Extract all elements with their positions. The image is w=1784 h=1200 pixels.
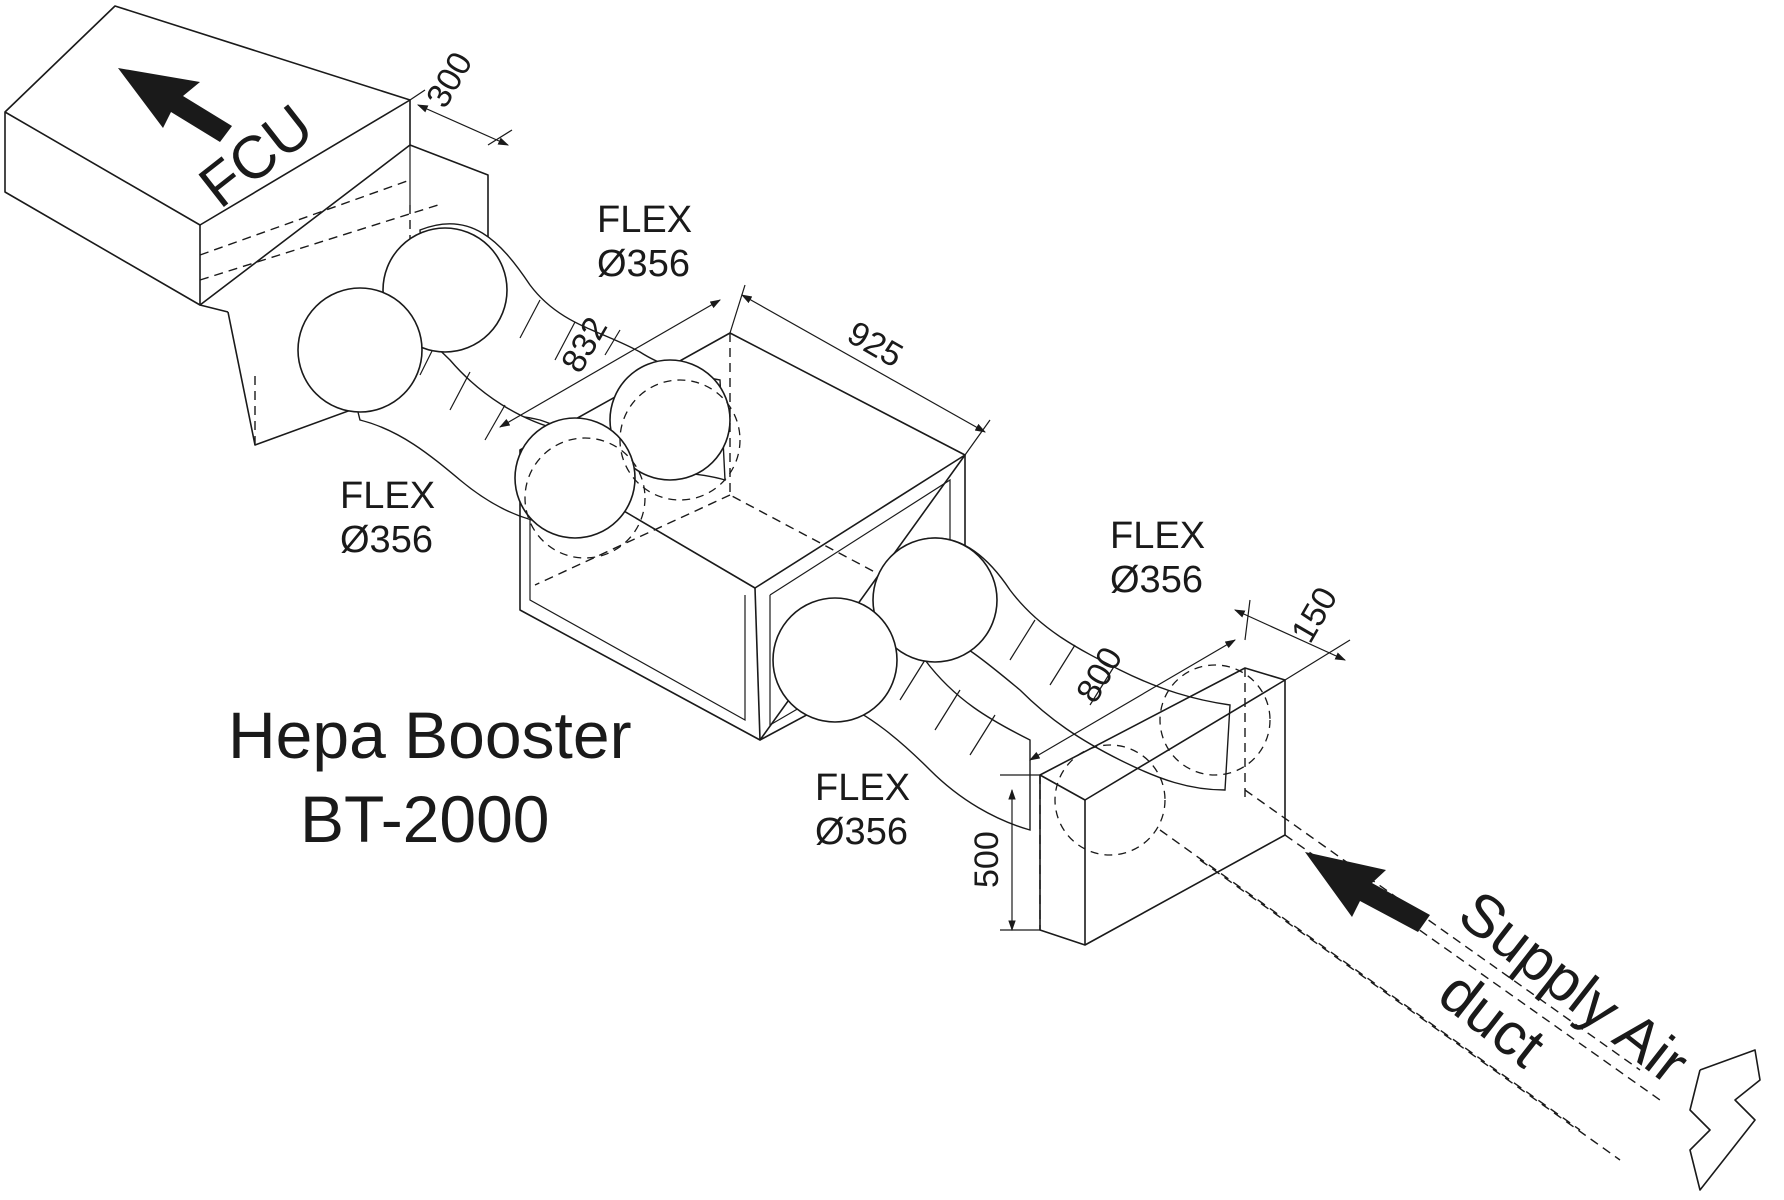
supply-air-label: Supply Air duct: [1427, 877, 1701, 1096]
booster-outlet-collar-1: [872, 537, 998, 663]
svg-text:Hepa Booster: Hepa Booster: [228, 698, 632, 772]
booster-outlet-collar-2: [772, 597, 898, 723]
flex-label-right: FLEX Ø356: [1110, 515, 1205, 601]
booster-inlet-hidden-2: [524, 437, 646, 559]
flex-label-bottom: FLEX Ø356: [815, 767, 910, 853]
svg-text:FLEX: FLEX: [340, 475, 435, 517]
booster-inlet-collar-2: [514, 417, 636, 539]
flex-label-top: FLEX Ø356: [597, 199, 692, 285]
svg-text:Ø356: Ø356: [597, 243, 690, 285]
fcu-outlet-collar-2: [297, 287, 423, 413]
svg-text:BT-2000: BT-2000: [300, 782, 550, 856]
svg-text:Ø356: Ø356: [1110, 559, 1203, 601]
svg-text:FLEX: FLEX: [1110, 515, 1205, 557]
fcu-label: FCU: [187, 92, 325, 221]
supply-airflow-arrow: [1305, 852, 1430, 932]
flex-label-left: FLEX Ø356: [340, 475, 435, 561]
svg-text:FLEX: FLEX: [815, 767, 910, 809]
dim-150-label: 150: [1284, 581, 1345, 649]
svg-text:Ø356: Ø356: [340, 519, 433, 561]
dim-925-label: 925: [841, 314, 909, 375]
fcu-airflow-arrow: [118, 68, 232, 142]
svg-text:FLEX: FLEX: [597, 199, 692, 241]
product-title: Hepa Booster BT-2000: [228, 698, 632, 856]
svg-text:Ø356: Ø356: [815, 811, 908, 853]
lower-plenum-collar-2: [1054, 744, 1166, 856]
dimension-lines: [409, 89, 1351, 932]
dim-500-label: 500: [968, 831, 1006, 888]
dim-300-label: 300: [419, 46, 480, 114]
